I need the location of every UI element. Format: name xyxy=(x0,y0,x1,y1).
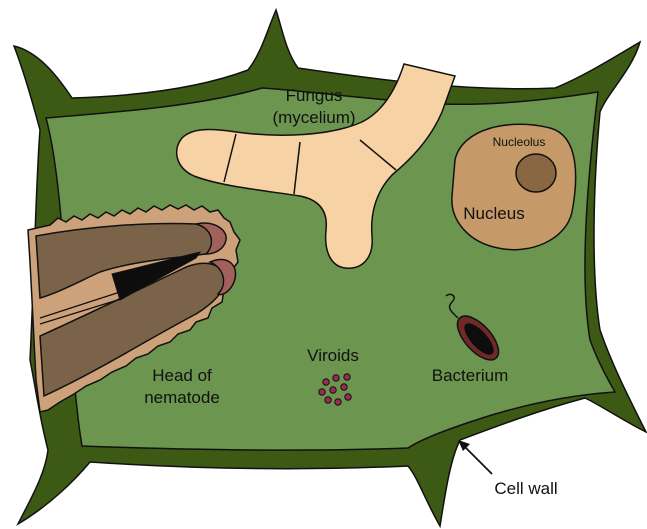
viroid-particle xyxy=(323,379,329,385)
fungus-label-line1: Fungus xyxy=(286,86,343,105)
viroid-particle xyxy=(330,387,336,393)
bacterium-label: Bacterium xyxy=(432,366,509,385)
viroid-particle xyxy=(319,389,325,395)
viroid-particle xyxy=(333,375,339,381)
nucleolus-label: Nucleolus xyxy=(493,135,546,149)
viroids-label: Viroids xyxy=(307,346,359,365)
nucleolus xyxy=(516,154,556,192)
cell-wall-label: Cell wall xyxy=(494,479,557,498)
cell-wall-arrow xyxy=(458,440,492,474)
viroid-particle xyxy=(341,384,347,390)
viroid-particle xyxy=(345,394,351,400)
nematode-label-line2: nematode xyxy=(144,388,220,407)
viroid-particle xyxy=(344,374,350,380)
viroid-particle xyxy=(325,397,331,403)
nucleus-label: Nucleus xyxy=(463,204,524,223)
fungus-label-line2: (mycelium) xyxy=(272,108,355,127)
nematode-label-line1: Head of xyxy=(152,366,212,385)
viroid-particle xyxy=(335,399,341,405)
